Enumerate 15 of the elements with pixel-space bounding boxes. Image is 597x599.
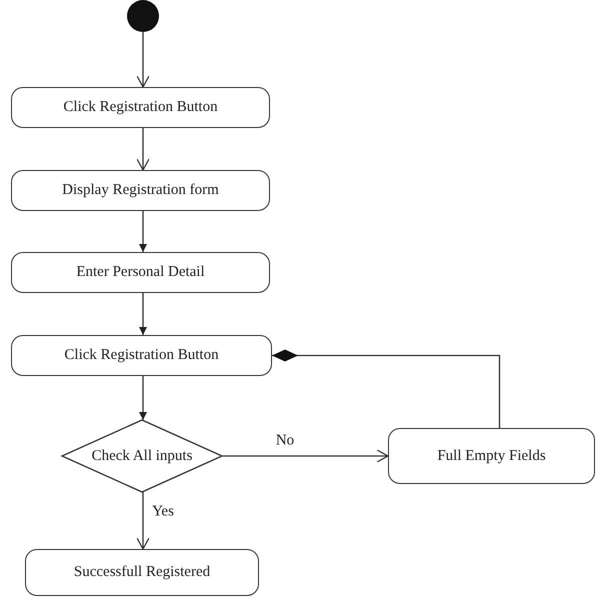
activity-box: Display Registration form: [11, 170, 270, 211]
arrow: [222, 449, 389, 463]
arrow: [136, 128, 150, 171]
arrow: [136, 32, 150, 88]
activity-box: Click Registration Button: [11, 87, 270, 128]
arrow: [139, 211, 147, 252]
arrow: [139, 376, 147, 420]
activity-box: Full Empty Fields: [388, 428, 595, 484]
decision-label: Check All inputs: [90, 448, 194, 464]
activity-box: Click Registration Button: [11, 335, 272, 376]
activity-box: Successfull Registered: [25, 549, 259, 596]
activity-box: Enter Personal Detail: [11, 252, 270, 293]
start-node: [127, 0, 159, 32]
arrow: [136, 492, 150, 550]
arrow: [139, 293, 147, 335]
